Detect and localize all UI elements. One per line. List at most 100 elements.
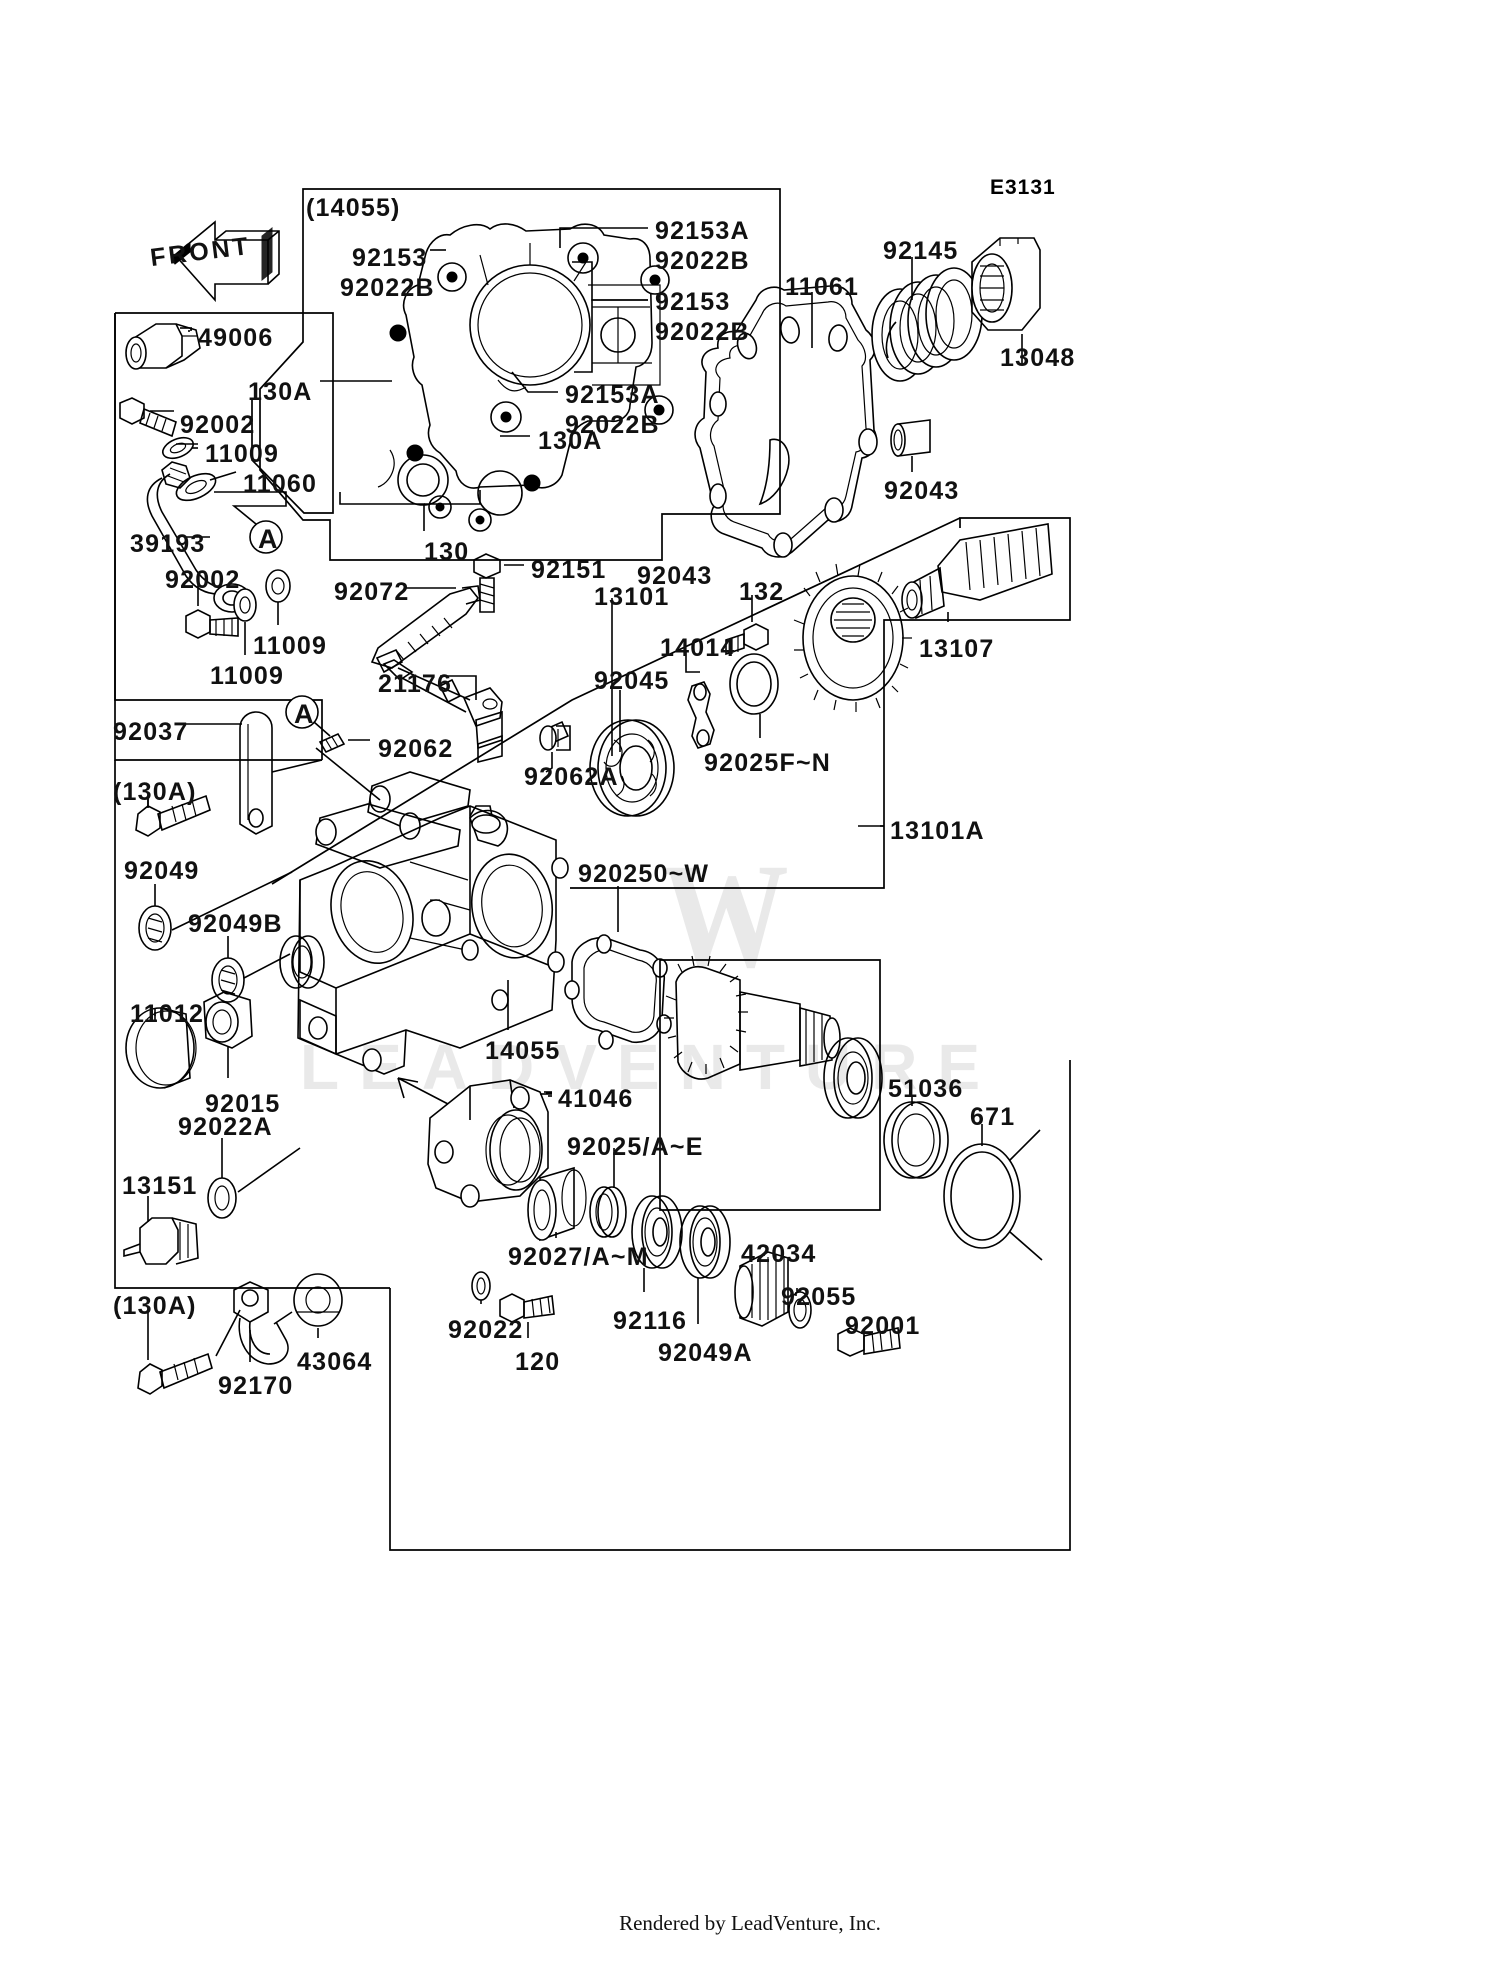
shim-92025AE-illustration xyxy=(589,1186,627,1238)
label-11009-upper: 11009 xyxy=(205,440,280,468)
collar-92027AM-illustration xyxy=(527,1166,587,1242)
gear-42034-illustration xyxy=(734,1251,789,1327)
label-92022: 92022 xyxy=(448,1316,524,1344)
footer-credit: Rendered by LeadVenture, Inc. xyxy=(619,1911,881,1935)
label-92015: 92015 xyxy=(205,1090,281,1118)
coupling-13048-illustration xyxy=(971,237,1041,331)
label-92049: 92049 xyxy=(124,857,200,885)
washer-11009-lower-illustration xyxy=(233,588,257,622)
label-130A-paren-upper: (130A) xyxy=(113,778,197,806)
label-92153-top-left: 92153 xyxy=(352,244,428,272)
callout-a-upper-circle xyxy=(249,520,283,554)
washer-92022A-illustration xyxy=(207,1177,237,1219)
pinion-gear-illustration xyxy=(664,955,883,1119)
label-120: 120 xyxy=(515,1348,561,1376)
washer-92022-illustration xyxy=(471,1271,491,1301)
label-13101: 13101 xyxy=(594,583,670,611)
callout-a-lower-circle xyxy=(285,695,319,729)
label-671: 671 xyxy=(970,1103,1016,1131)
main-gearcase-14055-illustration xyxy=(279,771,569,1075)
label-130A-left: 130A xyxy=(248,378,313,406)
plate-92037-illustration xyxy=(239,711,273,835)
clamp-92170-illustration xyxy=(233,1281,289,1365)
cap-11012-illustration xyxy=(125,1007,197,1089)
label-13048: 13048 xyxy=(1000,344,1076,372)
label-92170: 92170 xyxy=(218,1372,294,1400)
label-92045: 92045 xyxy=(594,667,670,695)
label-11009-bottom: 11009 xyxy=(210,662,285,690)
label-92062A: 92062A xyxy=(524,763,619,791)
front-arrow-icon xyxy=(170,220,280,303)
clip-14014-illustration xyxy=(687,681,715,749)
label-11060: 11060 xyxy=(243,470,318,498)
label-130A-paren-lower: (130A) xyxy=(113,1292,197,1320)
label-42034: 42034 xyxy=(741,1240,817,1268)
label-92145: 92145 xyxy=(883,237,959,265)
seal-51036-illustration xyxy=(883,1101,949,1179)
output-shaft-13107-illustration xyxy=(901,523,1053,620)
label-92001: 92001 xyxy=(845,1312,921,1340)
oring-671-illustration xyxy=(943,1129,1043,1261)
oring-92055-illustration xyxy=(788,1291,812,1329)
label-14055: 14055 xyxy=(485,1037,561,1065)
label-92049A: 92049A xyxy=(658,1339,753,1367)
sensor-21176-illustration xyxy=(375,648,503,764)
label-92062: 92062 xyxy=(378,735,454,763)
gasket-920250W-illustration xyxy=(564,934,672,1050)
gasket-11061-illustration xyxy=(694,284,878,558)
seal-collar xyxy=(279,935,325,989)
label-21176: 21176 xyxy=(378,670,453,698)
bearing-92049A-illustration xyxy=(679,1205,731,1279)
label-920250-W: 920250~W xyxy=(578,860,710,888)
bolt-92001-illustration xyxy=(837,1327,901,1357)
label-92043-top: 92043 xyxy=(884,477,960,505)
label-11061: 11061 xyxy=(785,273,860,301)
label-92049B: 92049B xyxy=(188,910,283,938)
label-92025-A-E: 92025/A~E xyxy=(567,1133,704,1161)
gear-splines xyxy=(830,597,876,643)
label-92043-mid: 92043 xyxy=(637,562,713,590)
label-41046: 41046 xyxy=(558,1085,634,1113)
label-92037: 92037 xyxy=(113,718,189,746)
label-39193: 39193 xyxy=(130,530,206,558)
banjo-11060-illustration xyxy=(175,472,217,502)
cable-tie-92072-illustration xyxy=(370,585,481,669)
label-92151: 92151 xyxy=(531,556,607,584)
plug-92062-illustration xyxy=(318,732,346,754)
bushing-92043-top-illustration xyxy=(890,419,931,457)
label-49006: 49006 xyxy=(198,324,274,352)
label-92002-lower: 92002 xyxy=(165,566,241,594)
diagram-code: E3131 xyxy=(990,176,1056,199)
label-92055: 92055 xyxy=(781,1283,857,1311)
washer-11009-right-illustration xyxy=(265,569,291,603)
label-13151: 13151 xyxy=(122,1172,198,1200)
bolt-132-illustration xyxy=(725,623,769,656)
label-92153A-top-right: 92153A xyxy=(655,217,750,245)
label-92022B-top-right: 92022B xyxy=(655,247,750,275)
bolt-92002-lower-illustration xyxy=(185,609,239,639)
label-92116: 92116 xyxy=(613,1307,688,1335)
leader-92062A xyxy=(545,752,553,773)
callout-letter-a-lower: A xyxy=(294,699,315,729)
washer-11009-upper-illustration xyxy=(161,436,195,460)
label-13107: 13107 xyxy=(919,635,995,663)
ring-gear-13101-illustration xyxy=(793,563,912,712)
part-49006-illustration xyxy=(125,323,201,370)
label-11009-right: 11009 xyxy=(253,632,328,660)
switch-13151-illustration xyxy=(123,1217,199,1265)
label-43064: 43064 xyxy=(297,1348,373,1376)
bolt-130A-lower-illustration xyxy=(137,1352,213,1395)
bearing-92045-illustration xyxy=(589,719,675,817)
upper-leaders xyxy=(320,227,648,531)
label-92153A-bottom: 92153A xyxy=(565,381,660,409)
label-92022B-right: 92022B xyxy=(655,318,750,346)
group-header-14055: (14055) xyxy=(306,194,401,222)
label-92153-right: 92153 xyxy=(655,288,731,316)
label-11012: 11012 xyxy=(130,1000,205,1028)
label-130: 130 xyxy=(424,538,470,566)
label-14014: 14014 xyxy=(660,634,736,662)
label-51036: 51036 xyxy=(888,1075,964,1103)
bolt-92151-illustration xyxy=(473,553,501,613)
gearcase-cover-illustration xyxy=(377,223,674,532)
